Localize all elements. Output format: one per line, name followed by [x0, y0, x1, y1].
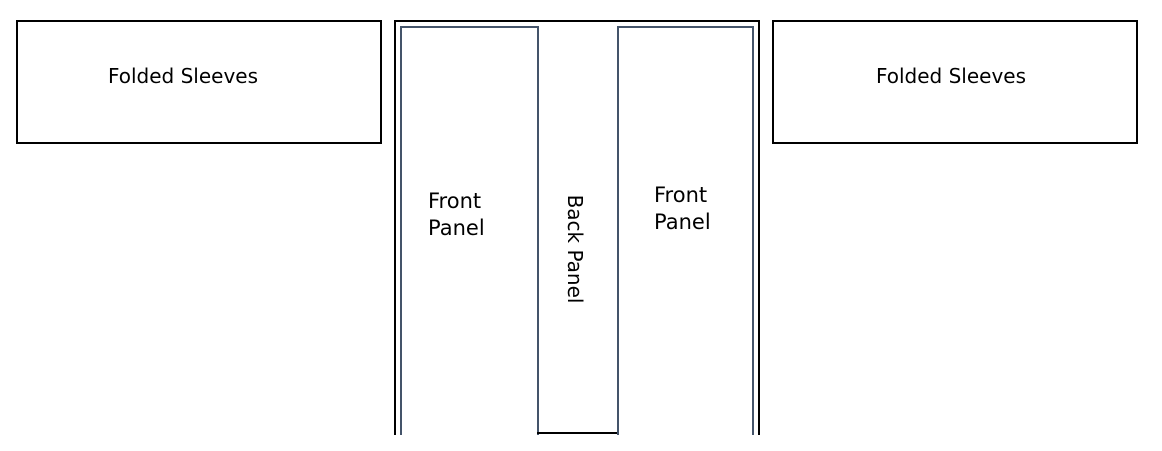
right-folded-sleeve: Folded Sleeves [772, 20, 1138, 144]
left-front-panel: Front Panel [400, 26, 539, 435]
garment-body-outline [394, 20, 760, 435]
right-front-panel: Front Panel [617, 26, 754, 435]
left-folded-sleeve: Folded Sleeves [16, 20, 382, 144]
right-sleeve-label: Folded Sleeves [875, 64, 1027, 88]
left-front-panel-label: Front Panel [428, 189, 485, 240]
back-panel-bottom-edge [537, 432, 619, 434]
right-front-panel-label: Front Panel [654, 183, 711, 234]
left-sleeve-label: Folded Sleeves [107, 64, 259, 88]
back-panel-label: Back Panel [563, 194, 587, 304]
